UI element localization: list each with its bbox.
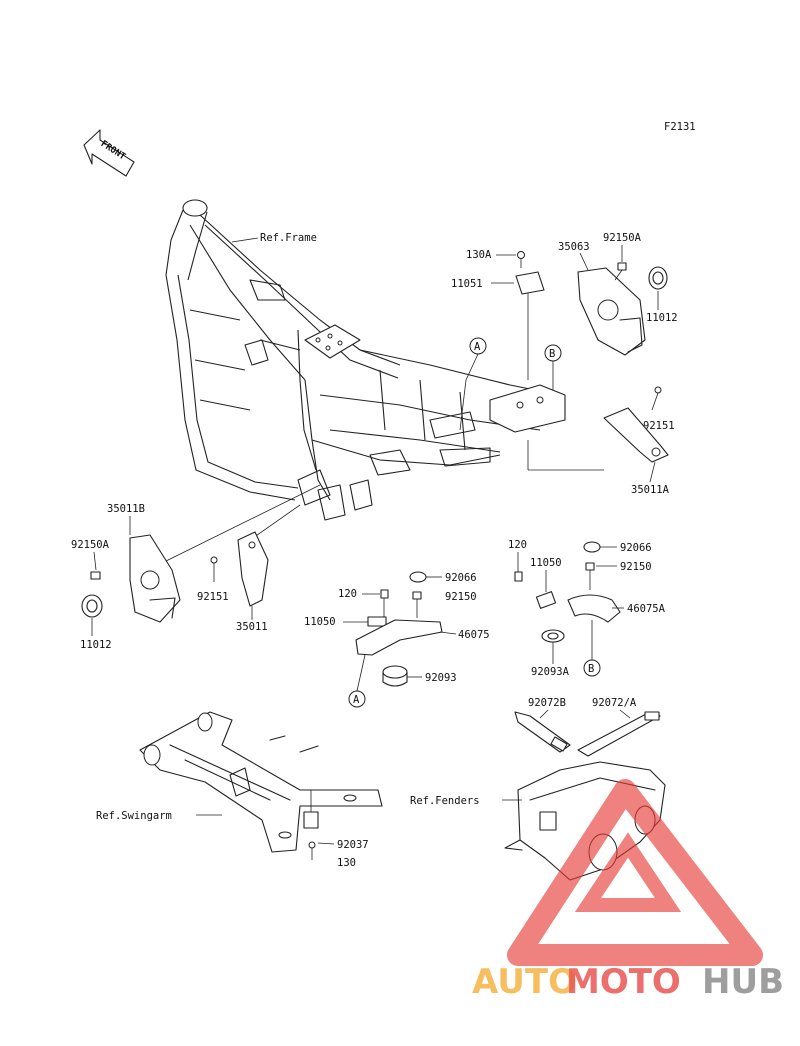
footpeg-bracket-35011B-icon (129, 534, 181, 623)
part-11050-right: 11050 (530, 557, 562, 569)
callout-b-lower: B (583, 659, 601, 677)
part-92072A: 92072/A (592, 697, 637, 709)
part-92093A: 92093A (531, 666, 570, 678)
callout-a-upper: A (469, 337, 487, 355)
part-92093: 92093 (425, 672, 457, 684)
svg-text:A: A (353, 694, 360, 706)
callout-a-lower: A (348, 690, 366, 708)
cap-92066-right-icon (583, 541, 601, 553)
grommet-92093-icon (382, 665, 408, 687)
cap-11012-left-icon (81, 594, 103, 618)
cap-92066-mid-icon (409, 571, 427, 583)
bolt-92150A-top-icon (614, 262, 627, 281)
part-92037: 92037 (337, 839, 369, 851)
part-92066-mid: 92066 (445, 572, 477, 584)
part-130A: 130A (466, 249, 492, 261)
footpeg-bracket-35063-icon (577, 267, 646, 356)
clamp-11050-right-icon (535, 591, 557, 609)
part-46075: 46075 (458, 629, 490, 641)
bolt-130A-icon (517, 251, 525, 268)
part-35011: 35011 (236, 621, 268, 633)
svg-text:B: B (549, 348, 555, 360)
ref-fenders-label: Ref.Fenders (410, 795, 480, 807)
part-11012-left: 11012 (80, 639, 112, 651)
part-92066-right: 92066 (620, 542, 652, 554)
part-92150-right: 92150 (620, 561, 652, 573)
part-92150A-top: 92150A (603, 232, 642, 244)
part-35011A: 35011A (631, 484, 670, 496)
grommet-92093A-icon (541, 629, 565, 643)
bracket-35011-icon (237, 531, 269, 607)
part-92150-mid: 92150 (445, 591, 477, 603)
bracket-92037-icon (303, 790, 319, 829)
front-arrow-icon: FRONT (83, 129, 135, 177)
part-11012-right: 11012 (646, 312, 678, 324)
bolt-130-icon (308, 841, 316, 860)
svg-text:A: A (474, 341, 481, 353)
part-120-right: 120 (508, 539, 527, 551)
part-92151-left: 92151 (197, 591, 229, 603)
bolt-120-mid-icon (380, 589, 389, 618)
part-35063: 35063 (558, 241, 590, 253)
bolt-92150-right-icon (585, 562, 595, 590)
part-46075A: 46075A (627, 603, 666, 615)
watermark-logo: AUTO MOTO HUB (472, 779, 784, 1002)
part-120-mid: 120 (338, 588, 357, 600)
svg-text:B: B (588, 663, 594, 675)
bracket-11051-icon (515, 271, 545, 295)
bolt-92150-mid-icon (412, 591, 422, 618)
bolt-92151-left-icon (210, 556, 218, 582)
watermark-auto: AUTO (472, 962, 577, 1002)
strap-92072A-icon (577, 711, 661, 757)
strap-92072B-icon (514, 711, 571, 753)
bracket-35011A-icon (603, 407, 669, 463)
callout-b-upper: B (544, 344, 562, 362)
stay-46075-icon (355, 619, 443, 656)
bolt-120-right-icon (514, 552, 523, 582)
swingarm-drawing (139, 711, 383, 853)
stay-46075A-icon (567, 594, 621, 623)
part-92072B: 92072B (528, 697, 566, 709)
part-11050-mid: 11050 (304, 616, 336, 628)
part-92150A-left: 92150A (71, 539, 110, 551)
bolt-92151-right-icon (651, 386, 662, 411)
part-11051: 11051 (451, 278, 483, 290)
figure-code: F2131 (664, 121, 696, 133)
clamp-11050-mid-icon (367, 616, 387, 627)
watermark-hub: HUB (702, 962, 784, 1002)
cap-11012-right-icon (648, 266, 668, 290)
frame-drawing (165, 199, 566, 521)
bolt-92150A-left-icon (90, 571, 101, 580)
watermark-moto: MOTO (566, 962, 681, 1002)
part-35011B: 35011B (107, 503, 145, 515)
ref-swingarm-label: Ref.Swingarm (96, 810, 172, 822)
part-130: 130 (337, 857, 356, 869)
part-92151-right: 92151 (643, 420, 675, 432)
ref-frame-label: Ref.Frame (260, 232, 317, 244)
